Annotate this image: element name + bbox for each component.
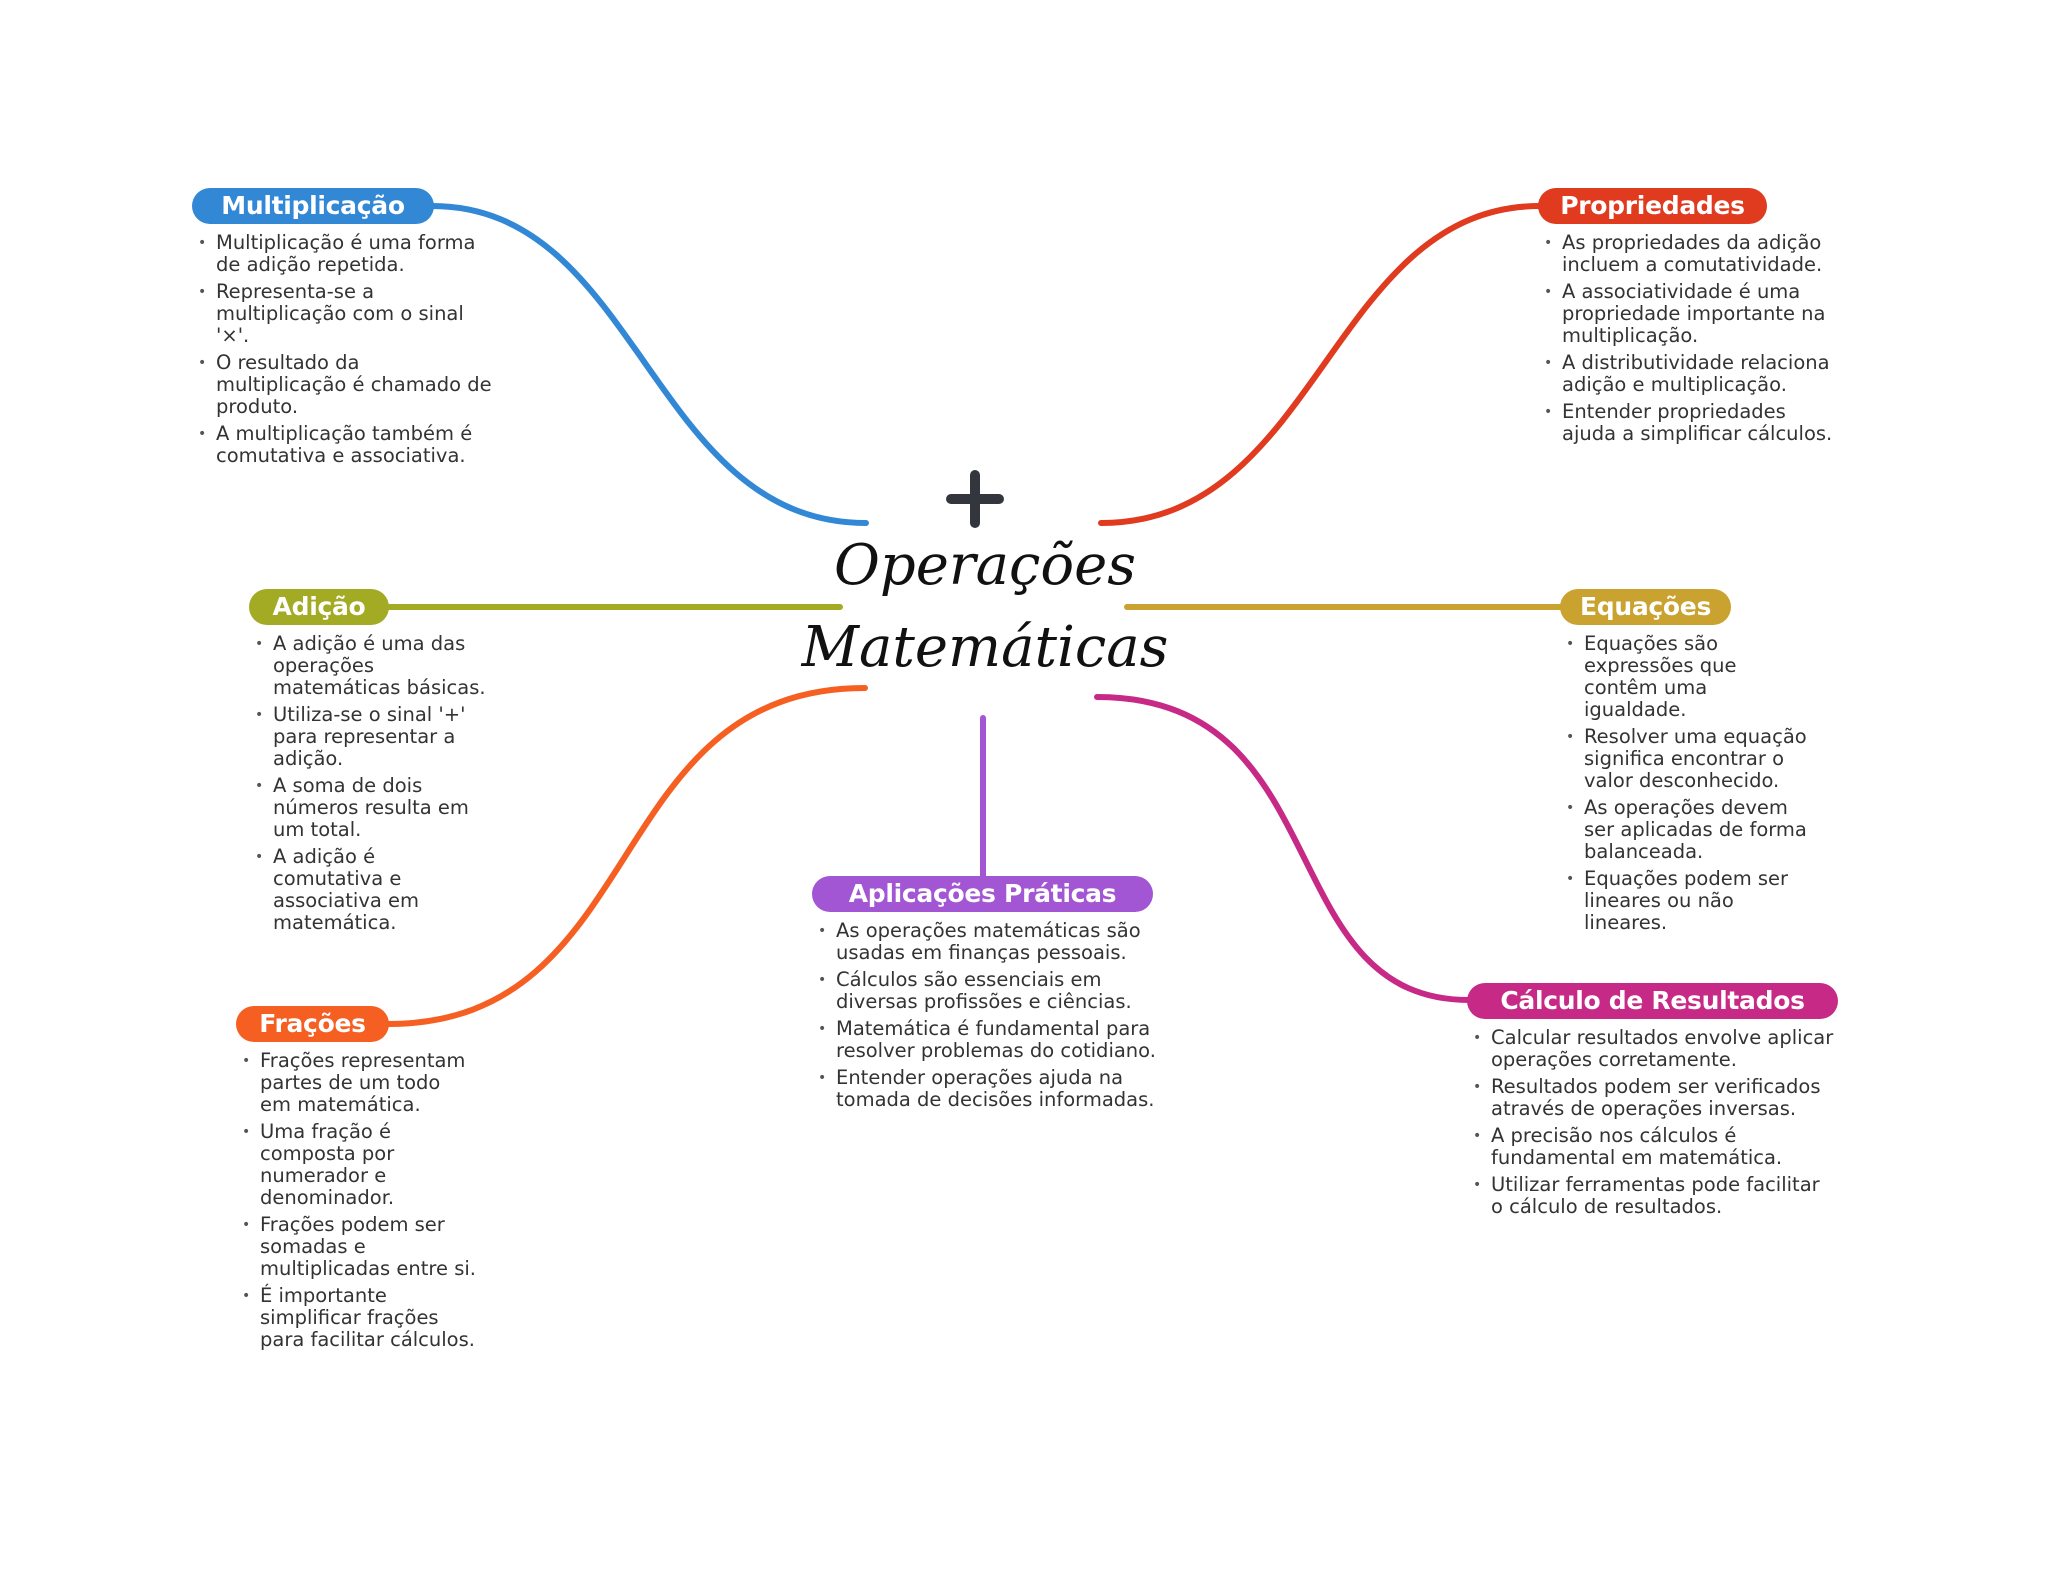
central-topic[interactable]: Operações Matemáticas <box>800 525 1170 689</box>
topic-propriedades[interactable]: Propriedades <box>1538 188 1767 224</box>
list-multiplicacao: Multiplicação é uma forma de adição repe… <box>192 232 492 472</box>
list-item: Calcular resultados envolve aplicar oper… <box>1467 1027 1837 1071</box>
list-item: Resultados podem ser verificados através… <box>1467 1076 1837 1120</box>
central-title-line2: Matemáticas <box>801 615 1169 680</box>
list-propriedades: As propriedades da adição incluem a comu… <box>1538 232 1838 450</box>
list-item: Resolver uma equação significa encontrar… <box>1560 726 1810 792</box>
list-fracoes: Frações representam partes de um todo em… <box>236 1050 476 1356</box>
list-item: Equações podem ser lineares ou não linea… <box>1560 868 1810 934</box>
connector-multiplicacao <box>429 203 869 526</box>
list-aplicacoes-praticas: As operações matemáticas são usadas em f… <box>812 920 1182 1116</box>
list-item: A precisão nos cálculos é fundamental em… <box>1467 1125 1837 1169</box>
list-item: Multiplicação é uma forma de adição repe… <box>192 232 492 276</box>
list-item: As operações matemáticas são usadas em f… <box>812 920 1182 964</box>
connector-propriedades <box>1098 203 1543 526</box>
list-item: Representa-se a multiplicação com o sina… <box>192 281 492 347</box>
list-item: A adição é comutativa e associativa em m… <box>249 846 489 934</box>
list-item: As propriedades da adição incluem a comu… <box>1538 232 1838 276</box>
list-item: Frações podem ser somadas e multiplicada… <box>236 1214 476 1280</box>
list-item: Uma fração é composta por numerador e de… <box>236 1121 476 1209</box>
list-item: Entender propriedades ajuda a simplifica… <box>1538 401 1838 445</box>
list-item: A associatividade é uma propriedade impo… <box>1538 281 1838 347</box>
topic-aplicacoes-praticas[interactable]: Aplicações Práticas <box>812 876 1153 912</box>
list-equacoes: Equações são expressões que contêm uma i… <box>1560 633 1810 939</box>
list-adicao: A adição é uma das operações matemáticas… <box>249 633 489 939</box>
list-item: O resultado da multiplicação é chamado d… <box>192 352 492 418</box>
topic-multiplicacao[interactable]: Multiplicação <box>192 188 434 224</box>
list-item: A soma de dois números resulta em um tot… <box>249 775 489 841</box>
plus-icon <box>946 470 1004 528</box>
topic-fracoes[interactable]: Frações <box>236 1006 389 1042</box>
list-item: Frações representam partes de um todo em… <box>236 1050 476 1116</box>
list-calculo-de-resultados: Calcular resultados envolve aplicar oper… <box>1467 1027 1837 1223</box>
topic-equacoes[interactable]: Equações <box>1560 589 1731 625</box>
topic-adicao[interactable]: Adição <box>249 589 389 625</box>
list-item: É importante simplificar frações para fa… <box>236 1285 476 1351</box>
topic-calculo-de-resultados[interactable]: Cálculo de Resultados <box>1467 983 1838 1019</box>
list-item: Utiliza-se o sinal '+' para representar … <box>249 704 489 770</box>
list-item: A distributividade relaciona adição e mu… <box>1538 352 1838 396</box>
list-item: Utilizar ferramentas pode facilitar o cá… <box>1467 1174 1837 1218</box>
list-item: Entender operações ajuda na tomada de de… <box>812 1067 1182 1111</box>
list-item: As operações devem ser aplicadas de form… <box>1560 797 1810 863</box>
list-item: Matemática é fundamental para resolver p… <box>812 1018 1182 1062</box>
central-title-line1: Operações <box>833 533 1136 598</box>
list-item: Equações são expressões que contêm uma i… <box>1560 633 1810 721</box>
connector-calculo <box>1094 694 1472 1003</box>
list-item: A adição é uma das operações matemáticas… <box>249 633 489 699</box>
connector-fracoes <box>385 685 868 1027</box>
list-item: A multiplicação também é comutativa e as… <box>192 423 492 467</box>
list-item: Cálculos são essenciais em diversas prof… <box>812 969 1182 1013</box>
